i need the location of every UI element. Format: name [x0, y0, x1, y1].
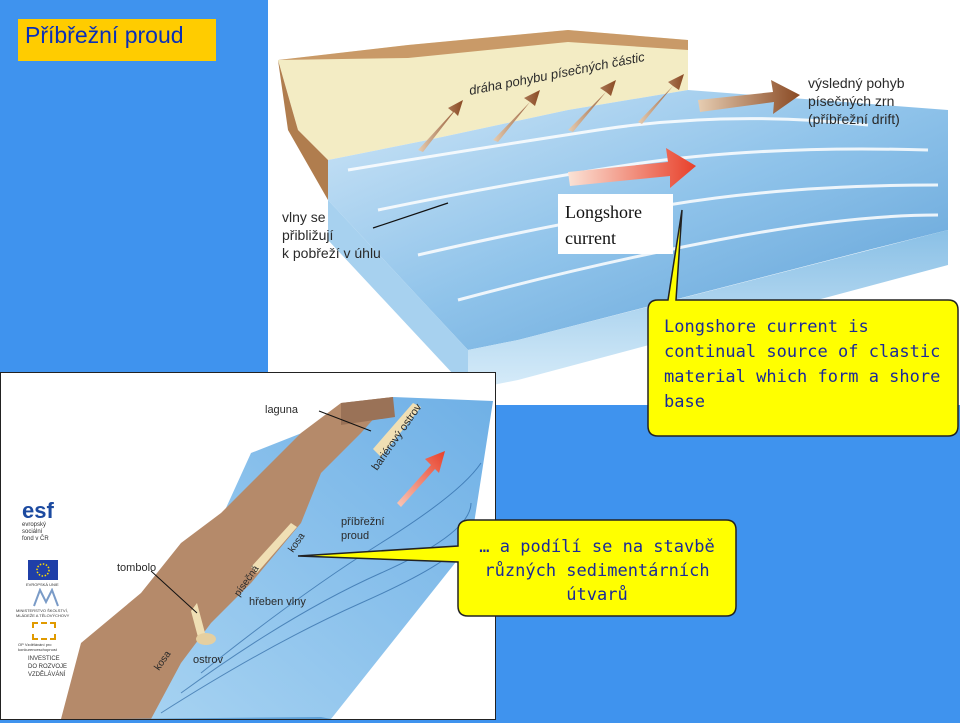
- label-waves-2: přibližují: [282, 227, 333, 243]
- cliff-face: [278, 60, 328, 200]
- label-waves-3: k pobřeží v úhlu: [282, 245, 381, 261]
- esf-sub-2: sociální: [22, 529, 43, 535]
- callout-lower-line1: … a podílí se na stavbě: [479, 537, 714, 557]
- callout-upper-bubble: [647, 209, 959, 437]
- label-waves-1: vlny se: [282, 209, 326, 225]
- pointer-lines: [150, 410, 372, 614]
- op-text: OP Vzdělávání pro konkurenceschopnost: [18, 642, 57, 652]
- block-base: [111, 717, 331, 719]
- current-arrow: [397, 451, 445, 507]
- msmt-text: MINISTERSTVO ŠKOLSTVÍ, MLÁDEŽE A TĚLOVÝC…: [16, 608, 70, 618]
- land-area: [61, 397, 393, 719]
- eu-flag-icon: [28, 560, 58, 580]
- label-result-3: (příbřežní drift): [808, 111, 900, 127]
- esf-sub-3: fond v ČR: [22, 536, 49, 542]
- callout-upper-line4: base: [664, 392, 705, 412]
- lower-figure-panel: laguna bariérový ostrov příbřežní proud …: [0, 372, 496, 720]
- island: [196, 633, 216, 645]
- upper-figure-panel: dráha pohybu písečných částic výsledný p…: [268, 0, 960, 405]
- msmt-logo-icon: [32, 587, 60, 608]
- label-result-2: písečných zrn: [808, 93, 894, 109]
- logo-strip: esf evropský sociální fond v ČR EVROPSKÁ…: [16, 500, 78, 690]
- label-laguna: laguna: [265, 404, 299, 416]
- callout-upper-line3: material which form a shore: [664, 367, 940, 387]
- invest-2: DO ROZVOJE: [28, 664, 68, 670]
- eu-text: EVROPSKÁ UNIE: [26, 582, 59, 587]
- land-cliff: [341, 397, 395, 425]
- invest-1: INVESTICE: [28, 656, 60, 662]
- beach-area: [278, 30, 688, 160]
- block-front: [328, 200, 468, 390]
- callout-lower-line3: útvarů: [566, 584, 627, 605]
- label-result-1: výsledný pohyb: [808, 75, 905, 91]
- label-tombolo: tombolo: [117, 562, 156, 574]
- esf-logo-text: esf: [22, 498, 54, 523]
- callout-upper-line2: continual source of clastic: [664, 342, 940, 362]
- esf-sub-1: evropský: [22, 522, 47, 528]
- longshore-label-1: Longshore: [565, 202, 642, 222]
- title-box: Příbřežní proud: [18, 19, 216, 61]
- coastal-landforms-diagram: laguna bariérový ostrov příbřežní proud …: [61, 397, 493, 719]
- longshore-label-2: current: [565, 228, 616, 248]
- slide-title: Příbřežní proud: [25, 22, 184, 48]
- label-pribrezni-2: proud: [341, 530, 369, 542]
- op-logo-icon: [32, 622, 56, 640]
- waves-pointer-line: [372, 202, 449, 229]
- sand-path-arrows: [418, 74, 684, 152]
- drift-arrow: [698, 80, 800, 114]
- barrier-island: [373, 403, 421, 457]
- esf-logo: esf evropský sociální fond v ČR: [22, 500, 68, 560]
- label-hreben-vlny: hřeben vlny: [249, 596, 306, 608]
- longshore-block-diagram: dráha pohybu písečných částic výsledný p…: [278, 30, 948, 390]
- label-pribrezni-1: příbřežní: [341, 516, 384, 528]
- longshore-arrow: [568, 148, 696, 188]
- longshore-label-box: [558, 194, 673, 254]
- invest-3: VZDĚLÁVÁNÍ: [28, 672, 66, 678]
- callout-lower-bubble: [297, 519, 737, 617]
- tombolo-bar: [191, 603, 205, 641]
- spit: [251, 523, 297, 573]
- label-ostrov: ostrov: [193, 654, 223, 666]
- cliff-top: [278, 30, 688, 60]
- callout-lower-line2: různých sedimentárních: [484, 560, 709, 581]
- callout-upper-line1: Longshore current is: [664, 317, 869, 337]
